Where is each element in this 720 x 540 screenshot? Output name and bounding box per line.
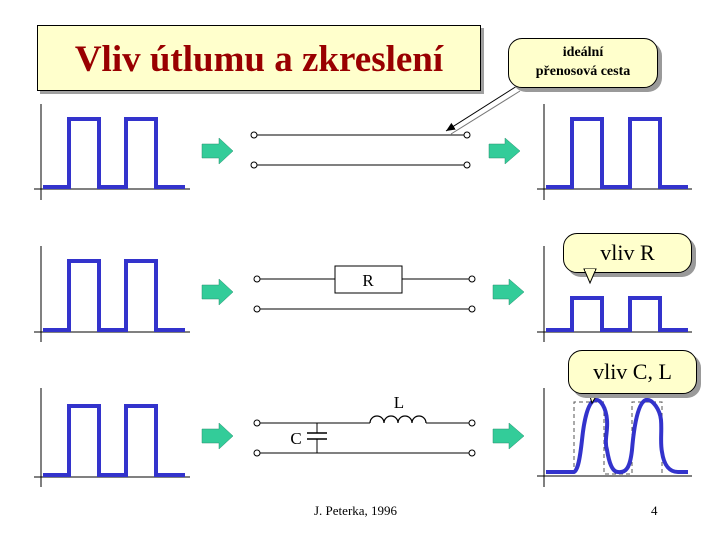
lc-line-row3	[253, 415, 476, 457]
inductor-coil	[369, 415, 427, 424]
title-box: Vliv útlumu a zkreslení	[37, 25, 481, 91]
output-signal-row2	[537, 246, 692, 342]
input-signal-row1	[34, 104, 190, 200]
callout-ideal-line1: ideální	[562, 45, 604, 60]
arrow-right-icon	[201, 137, 234, 165]
footer-author: J. Peterka, 1996	[314, 503, 398, 518]
input-signal-row2	[34, 246, 190, 342]
arrow-right-icon	[201, 422, 234, 450]
output-signal-row3	[537, 388, 692, 487]
arrow-right-icon	[488, 137, 521, 165]
ideal-line-row1	[250, 131, 471, 169]
callout-ideal-path: ideální přenosová cesta	[508, 38, 658, 88]
arrow-right-icon	[492, 422, 525, 450]
page-number: 4	[651, 503, 658, 518]
input-signal-row3	[34, 388, 190, 487]
resistor-box	[334, 265, 403, 294]
resistor-label: R	[362, 271, 374, 290]
callout-vliv-cl: vliv C, L	[568, 350, 697, 394]
slide-title: Vliv útlumu a zkreslení	[74, 39, 444, 80]
inductor-label: L	[394, 393, 404, 412]
resistor-line-row2	[253, 265, 476, 313]
arrow-right-icon	[492, 278, 525, 306]
output-signal-row1	[537, 104, 692, 200]
callout-vliv-r: vliv R	[563, 233, 692, 273]
capacitor-label: C	[290, 429, 301, 448]
arrow-right-icon	[201, 278, 234, 306]
callout-vliv-r-text: vliv R	[600, 240, 655, 265]
callout-ideal-line2: přenosová cesta	[535, 64, 631, 79]
callout-pointer	[445, 85, 518, 132]
callout-vliv-cl-text: vliv C, L	[593, 359, 672, 384]
